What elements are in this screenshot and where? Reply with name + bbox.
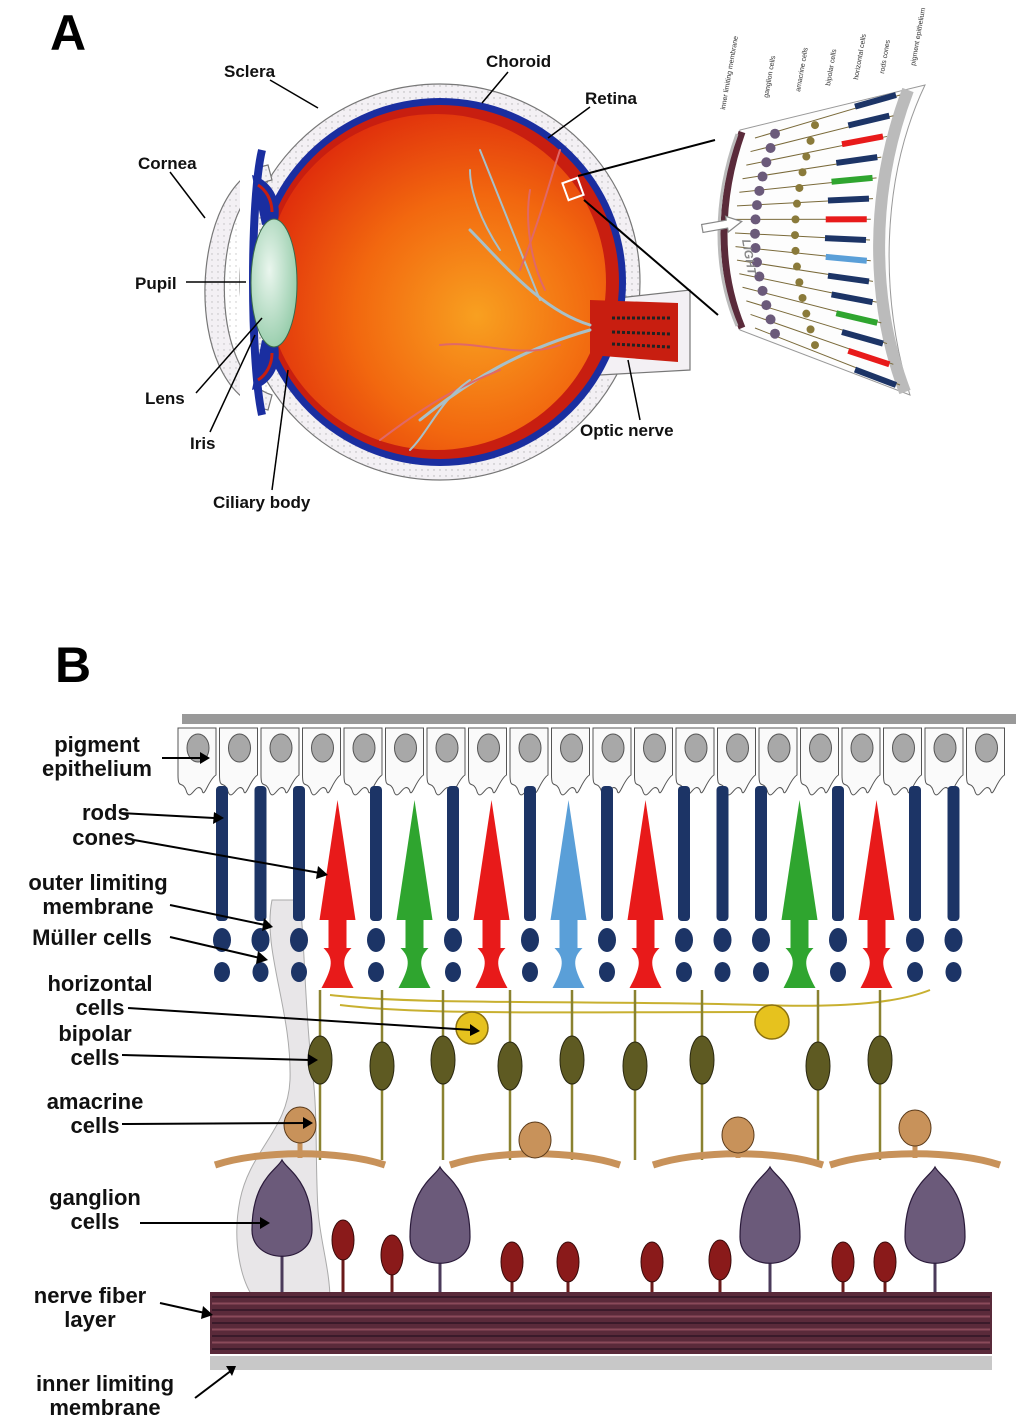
rod-cell (675, 786, 693, 982)
pigment-cell (510, 728, 548, 795)
ganglion-small-cell (709, 1240, 731, 1295)
pigment-cell (220, 728, 258, 795)
rod-cell (714, 786, 732, 982)
pigment-cell (552, 728, 590, 795)
ganglion-cell-row (252, 1160, 965, 1295)
cone-cell (782, 800, 818, 988)
ganglion-small-cell (557, 1242, 579, 1295)
pigment-cell (759, 728, 797, 795)
bipolar-cell-row (308, 990, 892, 1160)
rod-cell (598, 786, 616, 982)
pigment-cell (635, 728, 673, 795)
nerve-fiber-layer (210, 1292, 992, 1354)
pigment-cell (801, 728, 839, 795)
ganglion-cell (410, 1167, 470, 1295)
pigment-cell (178, 728, 216, 795)
rod-cell (367, 786, 385, 982)
ganglion-small-cell (381, 1235, 403, 1295)
pigment-cell (676, 728, 714, 795)
amacrine-cell (653, 1117, 823, 1165)
rod-cell (252, 786, 270, 982)
pigment-epithelium-row (178, 728, 1005, 795)
rod-cell (444, 786, 462, 982)
amacrine-cell (830, 1110, 1000, 1165)
bipolar-cell (806, 990, 830, 1160)
rod-cell (945, 786, 963, 982)
pigment-cell (344, 728, 382, 795)
amacrine-cell (450, 1122, 620, 1165)
label-inner-limiting-membrane: inner limiting membrane (10, 1372, 200, 1420)
bipolar-cell (623, 990, 647, 1160)
label-ganglion-cells: ganglion cells (30, 1186, 160, 1234)
bipolar-cell (370, 990, 394, 1160)
label-amacrine-cells: amacrine cells (30, 1090, 160, 1138)
cone-cell (859, 800, 895, 988)
rod-cell (906, 786, 924, 982)
cone-cell (320, 800, 356, 988)
pigment-cell (967, 728, 1005, 795)
bipolar-cell (690, 990, 714, 1160)
label-pigment-epithelium: pigment epithelium (22, 733, 172, 781)
ganglion-cell (905, 1167, 965, 1295)
bipolar-cell (431, 990, 455, 1160)
bipolar-cell (498, 990, 522, 1160)
pigment-cell (925, 728, 963, 795)
label-rods: rods (82, 801, 122, 825)
ganglion-small-cell (641, 1242, 663, 1295)
label-muller-cells: Müller cells (12, 926, 172, 950)
amacrine-cell (215, 1107, 385, 1165)
ganglion-small-cell (874, 1242, 896, 1295)
cone-cell (628, 800, 664, 988)
rod-cell (521, 786, 539, 982)
pigment-cell (303, 728, 341, 795)
amacrine-cell-row (215, 1107, 1000, 1165)
bipolar-cell (868, 990, 892, 1160)
ganglion-small-cell (332, 1220, 354, 1295)
label-cones: cones (72, 826, 136, 850)
rod-cell (752, 786, 770, 982)
ganglion-small-cell (501, 1242, 523, 1295)
bipolar-cell (560, 990, 584, 1160)
pigment-cell (842, 728, 880, 795)
pigment-cell (386, 728, 424, 795)
cone-cell (551, 800, 587, 988)
ganglion-cell (740, 1167, 800, 1295)
pigment-cell (261, 728, 299, 795)
label-bipolar-cells: bipolar cells (40, 1022, 150, 1070)
horizontal-cell-2 (755, 1005, 789, 1039)
photoreceptor-row (213, 786, 963, 988)
pigment-cell (884, 728, 922, 795)
label-nerve-fiber-layer: nerve fiber layer (25, 1284, 155, 1332)
pigment-cell (593, 728, 631, 795)
label-horizontal-cells: horizontal cells (30, 972, 170, 1020)
pigment-cell (718, 728, 756, 795)
pigment-cell (427, 728, 465, 795)
rod-cell (829, 786, 847, 982)
ganglion-small-cell (832, 1242, 854, 1295)
inner-limiting-membrane (210, 1356, 992, 1370)
choroid-bar (182, 714, 1016, 724)
pigment-cell (469, 728, 507, 795)
label-outer-limiting-membrane: outer limiting membrane (8, 871, 188, 919)
cone-cell (397, 800, 433, 988)
horizontal-cell-layer (330, 990, 930, 1044)
cone-cell (474, 800, 510, 988)
